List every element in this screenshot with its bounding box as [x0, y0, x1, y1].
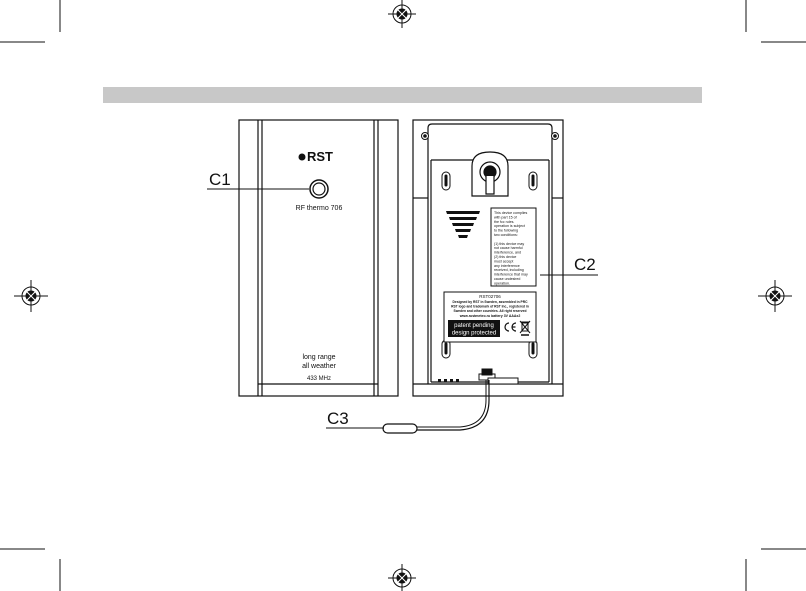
sensor-lens	[309, 179, 329, 199]
fcc-line: not cause harmful	[494, 246, 523, 250]
front-panel	[238, 119, 399, 397]
temperature-probe	[382, 423, 418, 434]
front-model-text: RF thermo 706	[296, 205, 343, 212]
label-line: Designed by RST in Sweden, assembled in …	[453, 300, 529, 304]
battery-contacts	[438, 379, 459, 382]
registration-target-icon	[388, 0, 416, 28]
callout-lines	[207, 188, 598, 429]
callout-c3: C3	[327, 409, 349, 428]
mounting-slot-icon	[441, 171, 451, 191]
screw-icon	[551, 132, 559, 140]
front-line-1: long range	[302, 354, 335, 361]
weee-bin-icon	[519, 320, 531, 336]
fcc-line: with part 15 of	[494, 215, 517, 219]
front-line-3: 433 MHz	[307, 376, 331, 382]
fcc-line: any interference	[494, 264, 520, 268]
fcc-notice-box	[490, 207, 537, 287]
registration-target-icon	[388, 564, 416, 591]
mounting-slot-icon	[528, 171, 538, 191]
fcc-line: to the following	[494, 229, 518, 233]
fcc-notice-text: This device complies with part 15 of the…	[494, 211, 528, 285]
patent-badge	[448, 320, 500, 337]
section-header-bar	[103, 87, 702, 103]
fcc-line: two conditions:	[494, 233, 518, 237]
mounting-slot-icon	[528, 339, 538, 359]
fcc-line: (2) this device	[494, 255, 516, 259]
vent-grille-icon	[446, 211, 480, 238]
fcc-line: operation.	[494, 281, 510, 285]
registration-target-icon	[14, 280, 48, 312]
label-line: RST logo and trademark of RST Inc., regi…	[451, 305, 529, 309]
ce-mark-icon	[504, 322, 517, 332]
screw-icon	[421, 132, 429, 140]
callout-c2: C2	[574, 255, 596, 274]
cable-clip	[478, 368, 519, 385]
fcc-line: (1) this device may	[494, 242, 524, 246]
fcc-line: This device complies	[494, 211, 528, 215]
fcc-line: operation is subject	[494, 224, 525, 228]
fcc-line: must accept	[494, 259, 513, 263]
mounting-slot-icon	[441, 339, 451, 359]
product-code: RST02706	[479, 294, 501, 299]
keyhole-hanger-icon	[471, 151, 509, 197]
label-line: Sweden and other countries. All right re…	[454, 309, 527, 313]
front-brand: RST	[307, 149, 333, 164]
patent-line-2: design protected	[452, 331, 496, 337]
fcc-line: cause undesired	[494, 277, 520, 281]
patent-line-1: patent pending	[454, 323, 494, 329]
probe-cable-inner	[416, 380, 487, 428]
probe-cable	[416, 380, 490, 431]
fcc-line: the fcc rules.	[494, 220, 514, 224]
label-line: www.rustmeteo.ru battery 3V AAAx2	[459, 314, 521, 318]
fcc-line: interference that may	[494, 273, 528, 277]
fcc-line: received, including	[494, 268, 524, 272]
front-line-2: all weather	[302, 363, 337, 370]
fcc-line: interference, and	[494, 251, 521, 255]
callout-c1: C1	[209, 170, 231, 189]
brand-logo-dot-icon	[298, 153, 306, 161]
registration-target-icon	[758, 280, 792, 312]
